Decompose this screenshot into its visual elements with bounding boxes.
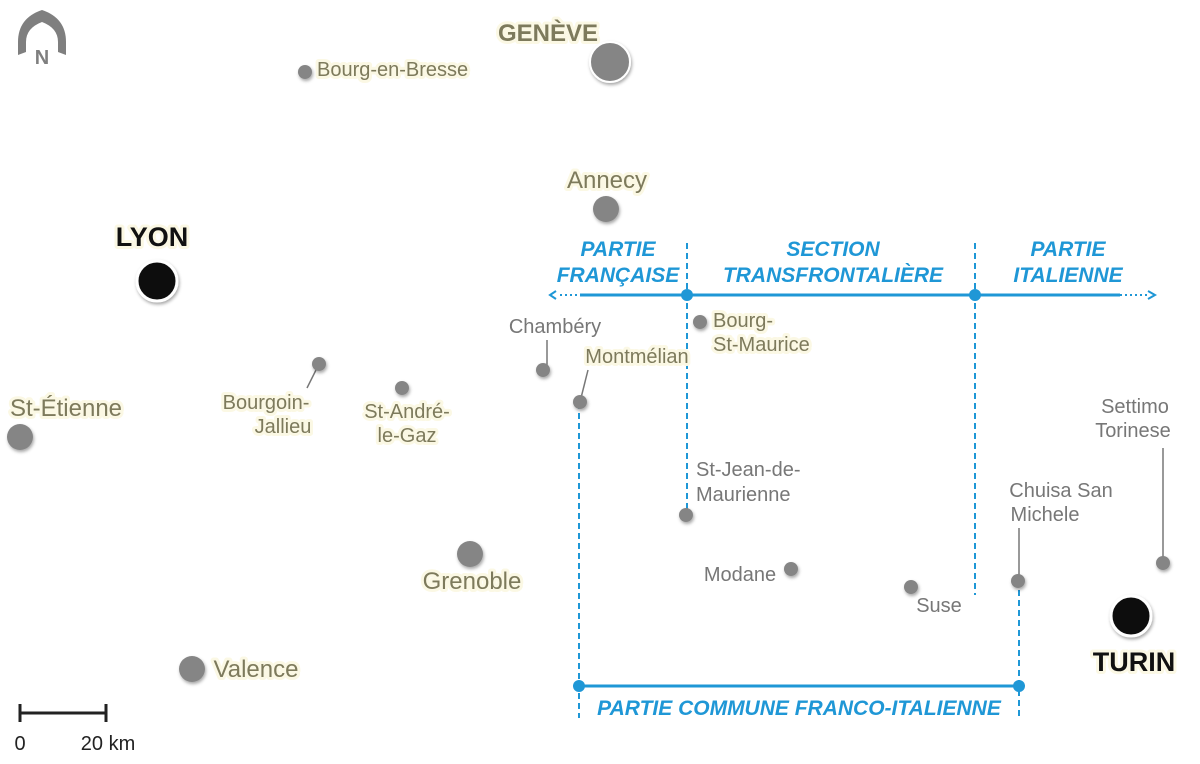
dot-bourg-st-maurice	[693, 315, 707, 329]
dot-st-andre	[395, 381, 409, 395]
section-transfrontaliere-1: SECTION	[786, 238, 880, 261]
dot-annecy	[593, 196, 619, 222]
node-it	[969, 289, 981, 301]
leader-lines	[306, 340, 1164, 578]
dot-chuisa	[1011, 574, 1025, 588]
label-bourg-st-maurice-1: Bourg-	[713, 310, 773, 332]
scale-start: 0	[14, 733, 25, 755]
dot-geneve	[589, 41, 631, 83]
label-chambery: Chambéry	[509, 316, 601, 338]
section-italienne-1: PARTIE	[1030, 238, 1106, 261]
label-geneve: GENÈVE	[498, 19, 598, 47]
route-nodes	[573, 289, 1025, 692]
dot-chambery	[536, 363, 550, 377]
label-chuisa-1: Chuisa San	[1009, 480, 1112, 502]
north-arrow-icon: N	[18, 10, 66, 69]
dot-settimo	[1156, 556, 1170, 570]
label-modane: Modane	[704, 564, 776, 586]
section-transfrontaliere-2: TRANSFRONTALIÈRE	[723, 264, 944, 287]
section-commune: PARTIE COMMUNE FRANCO-ITALIENNE	[597, 697, 1002, 720]
label-bourg-en-bresse: Bourg-en-Bresse	[317, 59, 468, 81]
dot-st-etienne	[7, 424, 33, 450]
dot-lyon	[135, 259, 179, 303]
label-settimo-2: Torinese	[1095, 420, 1171, 442]
label-st-jean-2: Maurienne	[696, 484, 791, 506]
scale-bar-line	[18, 704, 108, 722]
node-common-left	[573, 680, 585, 692]
label-turin: TURIN	[1093, 647, 1176, 677]
label-bourg-st-maurice-2: St-Maurice	[713, 334, 810, 356]
label-grenoble: Grenoble	[423, 568, 522, 595]
dot-turin	[1109, 594, 1153, 638]
scale-bar: 0 20 km	[14, 704, 135, 755]
node-common-right	[1013, 680, 1025, 692]
label-bourgoin-1: Bourgoin-	[223, 392, 310, 414]
node-fr	[681, 289, 693, 301]
arrow-right-icon	[1147, 290, 1158, 300]
label-st-andre-1: St-André-	[364, 401, 450, 423]
north-label: N	[35, 47, 49, 69]
section-italienne-2: ITALIENNE	[1013, 264, 1123, 287]
label-st-etienne: St-Étienne	[10, 395, 122, 422]
label-suse: Suse	[916, 595, 962, 617]
dot-suse	[904, 580, 918, 594]
label-lyon: LYON	[116, 222, 189, 252]
label-st-andre-2: le-Gaz	[378, 425, 437, 447]
label-st-jean-1: St-Jean-de-	[696, 459, 801, 481]
scale-end: 20 km	[81, 733, 135, 755]
city-dots	[7, 41, 1170, 682]
label-annecy: Annecy	[567, 167, 647, 194]
label-chuisa-2: Michele	[1011, 504, 1080, 526]
dot-valence	[179, 656, 205, 682]
dot-modane	[784, 562, 798, 576]
label-bourgoin-2: Jallieu	[255, 416, 312, 438]
route-lines	[548, 243, 1158, 718]
dot-grenoble	[457, 541, 483, 567]
label-montmelian: Montmélian	[585, 346, 688, 368]
section-francaise-2: FRANÇAISE	[557, 264, 680, 287]
label-settimo-1: Settimo	[1101, 396, 1169, 418]
section-francaise-1: PARTIE	[580, 238, 656, 261]
section-labels: PARTIE FRANÇAISE SECTION TRANSFRONTALIÈR…	[557, 238, 1124, 720]
label-valence: Valence	[214, 656, 299, 683]
dot-st-jean	[679, 508, 693, 522]
dot-montmelian	[573, 395, 587, 409]
city-labels: GENÈVE Bourg-en-Bresse Annecy LYON Chamb…	[7, 16, 1178, 686]
dot-bourgoin	[312, 357, 326, 371]
arrow-left-icon	[548, 290, 557, 300]
dot-bourg-en-bresse	[298, 65, 312, 79]
